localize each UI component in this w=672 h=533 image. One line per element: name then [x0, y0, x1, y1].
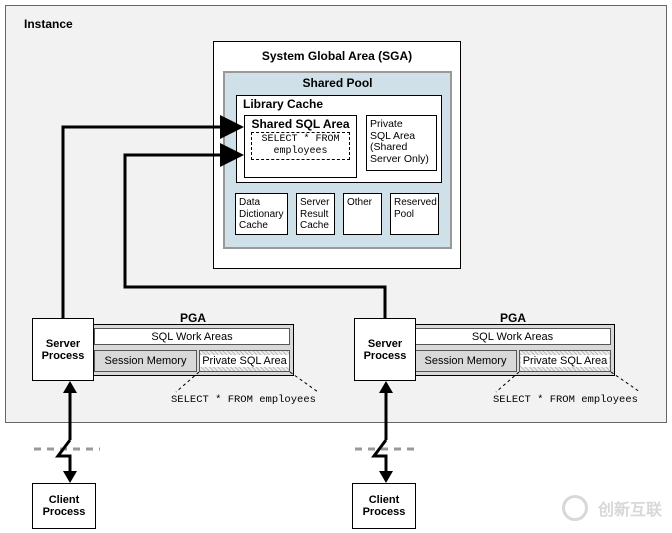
private-sql-area-line1: Private: [370, 118, 403, 130]
server-process-left: Server Process: [32, 318, 94, 381]
client-process-right: Client Process: [352, 483, 416, 529]
sga-title: System Global Area (SGA): [261, 49, 413, 63]
instance-title: Instance: [24, 17, 73, 31]
library-cache-title: Library Cache: [243, 97, 324, 111]
callout-left-b: [289, 371, 319, 393]
sql-work-areas-left: SQL Work Areas: [94, 328, 290, 345]
private-sql-area-line4: Server Only): [370, 152, 429, 165]
server-process-left-line1: Server: [45, 337, 81, 350]
data-dictionary-cache-line1: Data: [239, 197, 261, 208]
pga-title-right: PGA: [500, 311, 527, 325]
pga-statement-right: SELECT * FROM employees: [493, 394, 638, 406]
shared-sql-area-title: Shared SQL Area: [251, 117, 350, 131]
client-process-right-line1: Client: [368, 494, 400, 506]
private-sql-area-right-label: Private SQL Area: [520, 355, 610, 367]
private-sql-area-right: Private SQL Area: [519, 350, 611, 372]
shared-sql-statement: SELECT * FROM employees: [251, 132, 350, 160]
callout-right-a: [495, 371, 520, 393]
private-sql-area-shared-server: Private SQL Area (Shared Server Only): [366, 115, 437, 171]
shared-sql-statement-line2: employees: [273, 146, 328, 157]
other-label: Other: [347, 197, 373, 208]
private-sql-area-left: Private SQL Area: [199, 350, 290, 372]
reserved-pool-box: Reserved Pool: [390, 193, 439, 235]
client-process-left: Client Process: [32, 483, 96, 529]
private-sql-area-left-label: Private SQL Area: [200, 355, 289, 367]
data-dictionary-cache-line2: Dictionary: [239, 208, 284, 220]
server-result-cache-box: Server Result Cache: [296, 193, 335, 235]
connector-left-server-to-shared-sql: [61, 115, 244, 318]
private-sql-area-line2: SQL Area: [370, 129, 416, 142]
private-sql-area-line3: (Shared: [370, 141, 408, 153]
server-process-right-line1: Server: [367, 337, 403, 350]
server-result-cache-line3: Cache: [300, 220, 329, 231]
watermark-logo-icon: [561, 495, 588, 521]
client-process-left-line1: Client: [48, 494, 80, 506]
session-memory-left: Session Memory: [94, 350, 197, 372]
pga-title-left: PGA: [180, 311, 207, 325]
server-result-cache-line1: Server: [300, 197, 330, 208]
server-process-left-line2: Process: [41, 349, 85, 362]
shared-pool-title: Shared Pool: [302, 76, 373, 90]
server-process-right-line2: Process: [363, 349, 407, 362]
data-dictionary-cache-line3: Cache: [239, 220, 268, 231]
pga-statement-left: SELECT * FROM employees: [171, 394, 316, 406]
data-dictionary-cache-box: Data Dictionary Cache: [235, 193, 288, 235]
session-memory-right: Session Memory: [414, 350, 517, 372]
shared-sql-statement-line1: SELECT * FROM: [261, 134, 340, 145]
client-process-right-line2: Process: [362, 506, 406, 518]
client-server-link-right: [371, 381, 393, 483]
watermark-text: 创新互联: [597, 502, 662, 519]
reserved-pool-line2: Pool: [394, 208, 415, 220]
sql-work-areas-right: SQL Work Areas: [414, 328, 611, 345]
connector-right-server-to-shared-sql: [123, 143, 387, 318]
client-server-link-left: [55, 381, 77, 483]
callout-left-a: [175, 371, 200, 393]
server-result-cache-line2: Result: [300, 208, 329, 220]
callout-right-b: [610, 371, 641, 393]
server-process-right: Server Process: [354, 318, 416, 381]
client-process-left-line2: Process: [42, 506, 86, 518]
other-box: Other: [343, 193, 382, 235]
reserved-pool-line1: Reserved: [394, 197, 437, 208]
watermark: 创新互联: [561, 495, 662, 521]
